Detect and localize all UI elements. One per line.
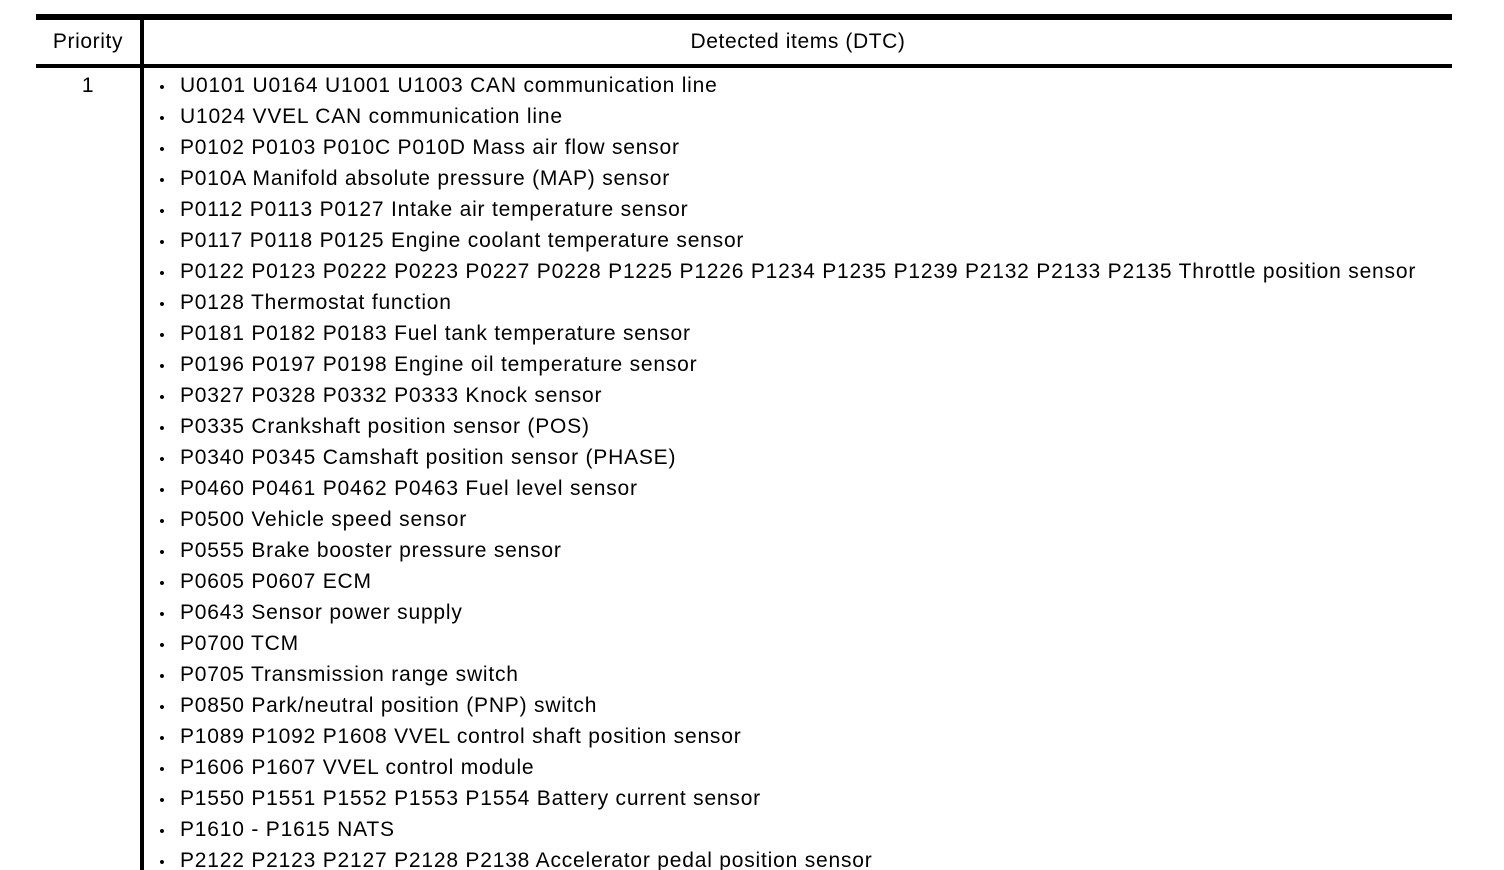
bullet-icon: • xyxy=(159,451,165,468)
dtc-item-text: P0555 Brake booster pressure sensor xyxy=(180,539,562,562)
bullet-icon: • xyxy=(159,172,165,189)
dtc-list-item: • P0700 TCM xyxy=(144,629,1452,660)
detected-items-cell: • U0101 U0164 U1001 U1003 CAN communicati… xyxy=(140,68,1452,870)
bullet-icon: • xyxy=(159,575,165,592)
bullet-icon: • xyxy=(159,296,165,313)
dtc-list-item: • P0335 Crankshaft position sensor (POS) xyxy=(144,412,1452,443)
bullet-icon: • xyxy=(159,358,165,375)
dtc-item-text: P0460 P0461 P0462 P0463 Fuel level senso… xyxy=(180,477,638,500)
bullet-icon: • xyxy=(159,79,165,96)
dtc-item-text: P2122 P2123 P2127 P2128 P2138 Accelerato… xyxy=(180,849,873,870)
dtc-item-text: P0643 Sensor power supply xyxy=(180,601,463,624)
bullet-icon: • xyxy=(159,823,165,840)
dtc-item-text: P0181 P0182 P0183 Fuel tank temperature … xyxy=(180,322,691,345)
dtc-item-text: P010A Manifold absolute pressure (MAP) s… xyxy=(180,167,671,190)
dtc-list-item: • P0181 P0182 P0183 Fuel tank temperature… xyxy=(144,319,1452,350)
dtc-item-text: P0335 Crankshaft position sensor (POS) xyxy=(180,415,590,438)
dtc-item-text: P0102 P0103 P010C P010D Mass air flow se… xyxy=(180,136,680,159)
table-row: 1 • U0101 U0164 U1001 U1003 CAN communica… xyxy=(36,68,1452,870)
bullet-icon: • xyxy=(159,792,165,809)
column-header-detected-items: Detected items (DTC) xyxy=(140,20,1452,64)
dtc-list-item: • P1089 P1092 P1608 VVEL control shaft po… xyxy=(144,722,1452,753)
dtc-list-item: • P0128 Thermostat function xyxy=(144,288,1452,319)
bullet-icon: • xyxy=(159,234,165,251)
dtc-list-item: • P0555 Brake booster pressure sensor xyxy=(144,536,1452,567)
bullet-icon: • xyxy=(159,141,165,158)
dtc-item-text: P1610 - P1615 NATS xyxy=(180,818,395,841)
dtc-item-text: U0101 U0164 U1001 U1003 CAN communicatio… xyxy=(180,74,718,97)
dtc-list-item: • P0605 P0607 ECM xyxy=(144,567,1452,598)
table-header-row: Priority Detected items (DTC) xyxy=(36,20,1452,68)
dtc-list-item: • P0460 P0461 P0462 P0463 Fuel level sens… xyxy=(144,474,1452,505)
bullet-icon: • xyxy=(159,730,165,747)
bullet-icon: • xyxy=(159,203,165,220)
dtc-item-text: P0340 P0345 Camshaft position sensor (PH… xyxy=(180,446,677,469)
dtc-list-item: • P0112 P0113 P0127 Intake air temperatur… xyxy=(144,195,1452,226)
dtc-list-item: • P010A Manifold absolute pressure (MAP) … xyxy=(144,164,1452,195)
bullet-icon: • xyxy=(159,761,165,778)
dtc-list: • U0101 U0164 U1001 U1003 CAN communicati… xyxy=(144,71,1452,870)
dtc-list-item: • P0117 P0118 P0125 Engine coolant temper… xyxy=(144,226,1452,257)
dtc-list-item: • P0643 Sensor power supply xyxy=(144,598,1452,629)
dtc-item-text: P0128 Thermostat function xyxy=(180,291,452,314)
dtc-list-item: • P0122 P0123 P0222 P0223 P0227 P0228 P12… xyxy=(144,257,1452,288)
dtc-item-text: P0705 Transmission range switch xyxy=(180,663,519,686)
dtc-list-item: • P0196 P0197 P0198 Engine oil temperatur… xyxy=(144,350,1452,381)
dtc-item-text: P0700 TCM xyxy=(180,632,299,655)
dtc-item-text: P0605 P0607 ECM xyxy=(180,570,372,593)
dtc-list-item: • U0101 U0164 U1001 U1003 CAN communicati… xyxy=(144,71,1452,102)
dtc-item-text: P0500 Vehicle speed sensor xyxy=(180,508,467,531)
dtc-item-text: P0196 P0197 P0198 Engine oil temperature… xyxy=(180,353,698,376)
dtc-item-text: P0327 P0328 P0332 P0333 Knock sensor xyxy=(180,384,603,407)
dtc-item-text: P0117 P0118 P0125 Engine coolant tempera… xyxy=(180,229,745,252)
bullet-icon: • xyxy=(159,606,165,623)
bullet-icon: • xyxy=(159,327,165,344)
bullet-icon: • xyxy=(159,854,165,870)
bullet-icon: • xyxy=(159,265,165,282)
bullet-icon: • xyxy=(159,699,165,716)
dtc-list-item: • P1610 - P1615 NATS xyxy=(144,815,1452,846)
dtc-list-item: • U1024 VVEL CAN communication line xyxy=(144,102,1452,133)
dtc-list-item: • P0850 Park/neutral position (PNP) switc… xyxy=(144,691,1452,722)
bullet-icon: • xyxy=(159,482,165,499)
dtc-item-text: P1550 P1551 P1552 P1553 P1554 Battery cu… xyxy=(180,787,761,810)
dtc-list-item: • P1550 P1551 P1552 P1553 P1554 Battery c… xyxy=(144,784,1452,815)
dtc-item-text: P1089 P1092 P1608 VVEL control shaft pos… xyxy=(180,725,742,748)
dtc-item-text: P1606 P1607 VVEL control module xyxy=(180,756,535,779)
bullet-icon: • xyxy=(159,110,165,127)
dtc-list-item: • P0340 P0345 Camshaft position sensor (P… xyxy=(144,443,1452,474)
dtc-list-item: • P0500 Vehicle speed sensor xyxy=(144,505,1452,536)
dtc-item-text: P0122 P0123 P0222 P0223 P0227 P0228 P122… xyxy=(180,260,1417,283)
dtc-list-item: • P0102 P0103 P010C P010D Mass air flow s… xyxy=(144,133,1452,164)
dtc-list-item: • P2122 P2123 P2127 P2128 P2138 Accelerat… xyxy=(144,846,1452,870)
dtc-item-text: P0850 Park/neutral position (PNP) switch xyxy=(180,694,598,717)
bullet-icon: • xyxy=(159,637,165,654)
column-header-priority: Priority xyxy=(52,30,124,53)
dtc-priority-table: Priority Detected items (DTC) 1 • U0101 U… xyxy=(36,14,1452,870)
dtc-item-text: P0112 P0113 P0127 Intake air temperature… xyxy=(180,198,689,221)
bullet-icon: • xyxy=(159,420,165,437)
bullet-icon: • xyxy=(159,513,165,530)
dtc-list-item: • P1606 P1607 VVEL control module xyxy=(144,753,1452,784)
dtc-list-item: • P0327 P0328 P0332 P0333 Knock sensor xyxy=(144,381,1452,412)
priority-value: 1 xyxy=(81,74,95,97)
dtc-item-text: U1024 VVEL CAN communication line xyxy=(180,105,563,128)
bullet-icon: • xyxy=(159,668,165,685)
bullet-icon: • xyxy=(159,544,165,561)
bullet-icon: • xyxy=(159,389,165,406)
dtc-list-item: • P0705 Transmission range switch xyxy=(144,660,1452,691)
